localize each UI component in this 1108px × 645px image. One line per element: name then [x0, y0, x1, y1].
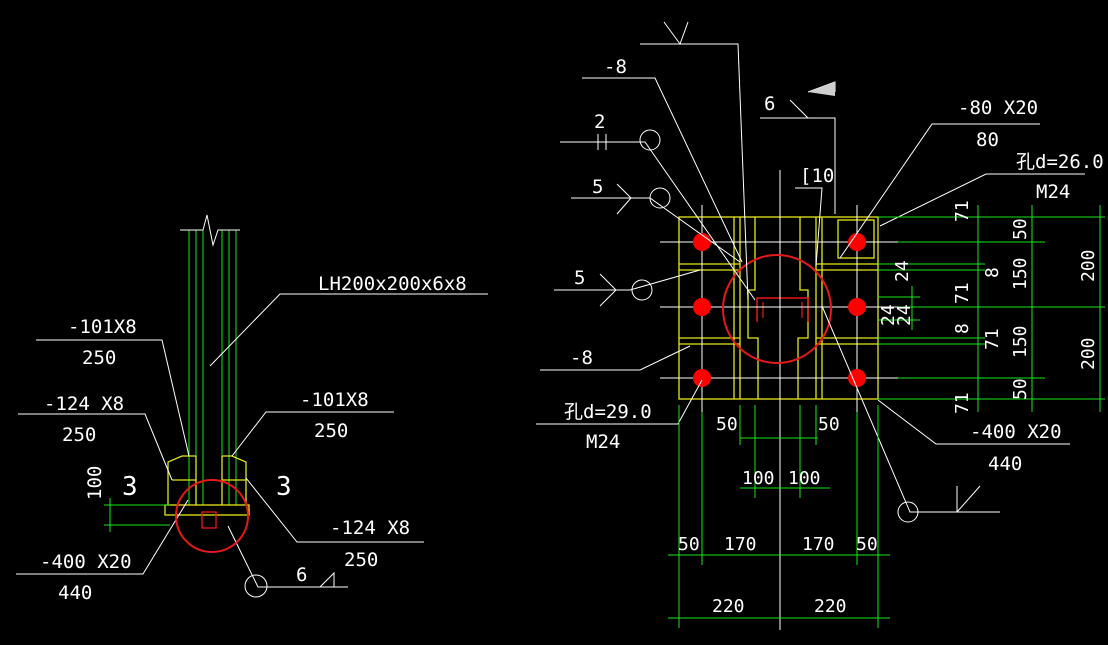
dim-right-inner: 71 [982, 328, 1003, 350]
right-weld-2: 2 [594, 111, 605, 133]
dim-right-mid: 50 [1010, 218, 1031, 240]
left-leaders [16, 293, 488, 598]
bolt-hole [848, 369, 866, 387]
left-base-assembly [164, 455, 250, 529]
right-hole-left-label: 孔d=29.0 [564, 401, 652, 423]
left-plate-top-right-len: 250 [314, 420, 348, 442]
dim-right-outer: 200 [1078, 249, 1099, 282]
left-weld-size: 6 [296, 564, 307, 586]
right-base-internal [679, 217, 878, 399]
dim-right-small: 24 [892, 260, 913, 282]
dim-right-inner: 71 [952, 282, 973, 304]
right-hole-top-bolt: M24 [1036, 181, 1070, 203]
dim-right-mid: 150 [1010, 257, 1031, 290]
dim-right-mid: 50 [1010, 378, 1031, 400]
left-plate-top-left-len: 250 [82, 347, 116, 369]
left-stiffener-right-len: 250 [344, 549, 378, 571]
dim-bottom-row3: 170 [802, 534, 835, 555]
right-weld-5b: 5 [574, 267, 585, 289]
right-weld-6: 6 [764, 93, 775, 115]
right-label-minus8-top: -8 [604, 56, 627, 78]
dim-bottom-row4: 220 [814, 596, 847, 617]
dim-right-inner: 71 [952, 392, 973, 414]
left-column-label: LH200x200x6x8 [318, 273, 467, 295]
dim-bottom-row3: 170 [724, 534, 757, 555]
left-highlight-circle [175, 479, 249, 553]
right-leaders [536, 21, 1085, 523]
right-base-plate [678, 216, 879, 400]
right-detail: -8 2 5 5 -8 6 [10 -80 X20 80 孔d=26.0 M24… [536, 21, 1105, 630]
right-top-plate-label: -80 X20 [958, 97, 1038, 119]
dim-right-inner: 8 [982, 267, 1003, 278]
right-hole-left-bolt: M24 [586, 431, 620, 453]
bolt-hole [693, 233, 711, 251]
dim-right-outer: 200 [1078, 337, 1099, 370]
bolt-hole [848, 298, 866, 316]
bottom-dimensions [668, 405, 890, 628]
column-lines [180, 214, 240, 505]
dim-right-inner: 71 [952, 200, 973, 222]
right-side-dimensions [878, 205, 1105, 412]
left-dim-height: 100 [84, 466, 106, 500]
right-top-plate-len: 80 [976, 129, 999, 151]
right-highlight-circle [722, 254, 832, 364]
left-stiffener-left-len: 250 [62, 424, 96, 446]
right-label-minus8-left: -8 [570, 347, 593, 369]
bolt-hole [693, 369, 711, 387]
left-detail: 100 3 3 LH200x200x6x8 -101X8 250 -124 X8… [16, 214, 488, 604]
dim-right-small: 24 [878, 304, 899, 326]
left-section-mark-3b: 3 [276, 472, 292, 502]
dim-right-mid: 150 [1010, 325, 1031, 358]
dim-right-small: 24 [894, 304, 915, 326]
left-dim-100 [104, 498, 170, 532]
left-section-mark-3a: 3 [122, 472, 138, 502]
dim-bottom-row1: 50 [818, 414, 840, 435]
right-bolt-holes [693, 233, 866, 387]
bolt-hole [693, 298, 711, 316]
left-base-plate-len: 440 [58, 582, 92, 604]
left-plate-top-right-label: -101X8 [300, 389, 369, 411]
left-stiffener-right-label: -124 X8 [330, 517, 410, 539]
left-stiffener-left-label: -124 X8 [44, 393, 124, 415]
dim-bottom-row2: 100 [788, 468, 821, 489]
right-hole-top-label: 孔d=26.0 [1016, 151, 1104, 173]
right-channel-label: [10 [800, 165, 834, 187]
dim-right-inner: 8 [952, 323, 973, 334]
dim-bottom-row3: 50 [856, 534, 878, 555]
dim-bottom-row3: 50 [678, 534, 700, 555]
dim-bottom-row4: 220 [712, 596, 745, 617]
right-base-plate-label: -400 X20 [970, 421, 1062, 443]
left-base-plate-label: -400 X20 [40, 551, 132, 573]
right-weld-5a: 5 [592, 176, 603, 198]
bolt-hole [848, 233, 866, 251]
left-plate-top-left-label: -101X8 [68, 316, 137, 338]
right-base-plate-len: 440 [988, 453, 1022, 475]
dim-bottom-row1: 50 [716, 414, 738, 435]
dim-bottom-row2: 100 [742, 468, 775, 489]
